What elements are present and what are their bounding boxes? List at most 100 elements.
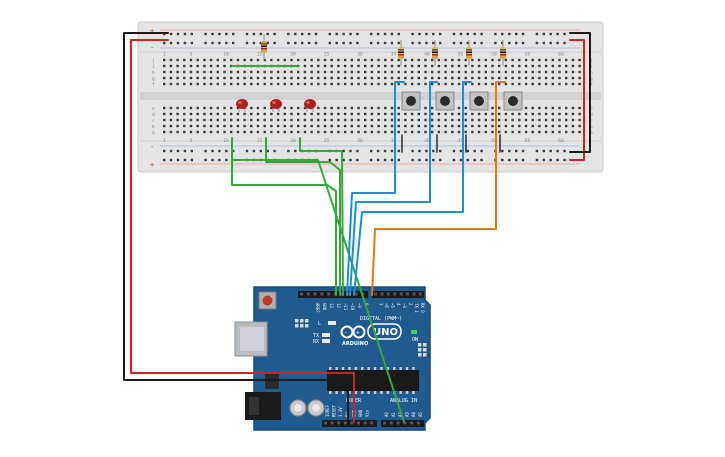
terminal-hole[interactable] [243, 82, 246, 86]
terminal-hole[interactable] [531, 106, 534, 110]
terminal-hole[interactable] [196, 106, 199, 110]
rail-hole[interactable] [294, 149, 297, 153]
rail-hole[interactable] [259, 32, 262, 36]
rail-hole[interactable] [294, 41, 297, 45]
terminal-hole[interactable] [303, 82, 307, 86]
rail-hole[interactable] [218, 149, 221, 153]
terminal-hole[interactable] [263, 130, 266, 134]
terminal-hole[interactable] [323, 70, 327, 74]
rail-hole[interactable] [169, 149, 173, 153]
terminal-hole[interactable] [464, 106, 467, 110]
terminal-hole[interactable] [290, 106, 293, 110]
power-pin-hole[interactable] [324, 421, 327, 425]
terminal-hole[interactable] [431, 58, 434, 62]
terminal-hole[interactable] [250, 118, 253, 122]
rail-hole[interactable] [301, 41, 304, 45]
terminal-hole[interactable] [504, 64, 508, 68]
terminal-hole[interactable] [223, 82, 226, 86]
rail-hole[interactable] [501, 41, 504, 45]
rail-hole[interactable] [204, 158, 207, 162]
terminal-hole[interactable] [457, 130, 461, 134]
terminal-hole[interactable] [390, 64, 394, 68]
push-button-4[interactable] [503, 91, 523, 111]
terminal-hole[interactable] [518, 76, 521, 80]
terminal-hole[interactable] [524, 58, 528, 62]
terminal-hole[interactable] [330, 82, 333, 86]
breadboard-holes[interactable] [163, 32, 581, 162]
terminal-hole[interactable] [243, 58, 246, 62]
terminal-hole[interactable] [350, 118, 353, 122]
terminal-hole[interactable] [431, 124, 434, 128]
terminal-hole[interactable] [451, 76, 454, 80]
terminal-hole[interactable] [196, 64, 199, 68]
terminal-hole[interactable] [364, 112, 367, 116]
terminal-hole[interactable] [471, 124, 474, 128]
rail-hole[interactable] [252, 149, 256, 153]
terminal-hole[interactable] [250, 70, 253, 74]
rail-hole[interactable] [411, 32, 414, 36]
terminal-hole[interactable] [457, 106, 461, 110]
terminal-hole[interactable] [477, 76, 481, 80]
terminal-hole[interactable] [544, 58, 548, 62]
terminal-hole[interactable] [431, 130, 434, 134]
rail-hole[interactable] [535, 149, 539, 153]
terminal-hole[interactable] [404, 70, 407, 74]
terminal-hole[interactable] [397, 58, 400, 62]
rail-hole[interactable] [501, 32, 504, 36]
terminal-hole[interactable] [451, 82, 454, 86]
terminal-hole[interactable] [444, 118, 447, 122]
terminal-hole[interactable] [183, 58, 186, 62]
rail-hole[interactable] [556, 158, 559, 162]
wire-red-rail-bridge[interactable] [569, 39, 585, 161]
push-button-cap[interactable] [440, 96, 450, 106]
terminal-hole[interactable] [457, 124, 461, 128]
terminal-hole[interactable] [518, 124, 521, 128]
terminal-hole[interactable] [431, 64, 434, 68]
terminal-hole[interactable] [357, 112, 360, 116]
rail-hole[interactable] [432, 149, 435, 153]
terminal-hole[interactable] [544, 124, 548, 128]
red-led-2[interactable] [270, 99, 282, 112]
terminal-hole[interactable] [203, 106, 206, 110]
rail-hole[interactable] [432, 158, 435, 162]
terminal-hole[interactable] [571, 118, 575, 122]
terminal-hole[interactable] [578, 118, 581, 122]
terminal-hole[interactable] [203, 124, 206, 128]
terminal-hole[interactable] [491, 58, 494, 62]
terminal-hole[interactable] [558, 70, 561, 74]
terminal-hole[interactable] [203, 64, 206, 68]
terminal-hole[interactable] [350, 130, 353, 134]
rail-hole[interactable] [356, 149, 359, 153]
digital-pin-hole[interactable] [412, 292, 416, 296]
terminal-hole[interactable] [464, 64, 467, 68]
rail-hole[interactable] [480, 32, 483, 36]
terminal-hole[interactable] [236, 106, 240, 110]
terminal-hole[interactable] [317, 70, 320, 74]
rail-hole[interactable] [190, 149, 193, 153]
rail-hole[interactable] [466, 158, 469, 162]
terminal-hole[interactable] [203, 112, 206, 116]
power-pin-hole[interactable] [343, 421, 347, 425]
terminal-hole[interactable] [163, 118, 166, 122]
terminal-hole[interactable] [498, 112, 501, 116]
terminal-hole[interactable] [223, 124, 226, 128]
terminal-hole[interactable] [343, 82, 347, 86]
icsp-pin[interactable] [418, 343, 422, 347]
terminal-hole[interactable] [457, 112, 461, 116]
terminal-hole[interactable] [357, 58, 360, 62]
terminal-hole[interactable] [370, 118, 374, 122]
terminal-hole[interactable] [163, 64, 166, 68]
terminal-hole[interactable] [323, 58, 327, 62]
terminal-hole[interactable] [531, 76, 534, 80]
terminal-hole[interactable] [397, 130, 400, 134]
power-pin-hole[interactable] [350, 421, 354, 425]
terminal-hole[interactable] [457, 58, 461, 62]
terminal-hole[interactable] [230, 106, 233, 110]
terminal-hole[interactable] [357, 130, 360, 134]
rail-hole[interactable] [349, 158, 352, 162]
terminal-hole[interactable] [236, 130, 240, 134]
rail-hole[interactable] [397, 149, 400, 153]
rail-hole[interactable] [425, 32, 428, 36]
rail-hole[interactable] [204, 32, 207, 36]
rail-hole[interactable] [218, 158, 221, 162]
